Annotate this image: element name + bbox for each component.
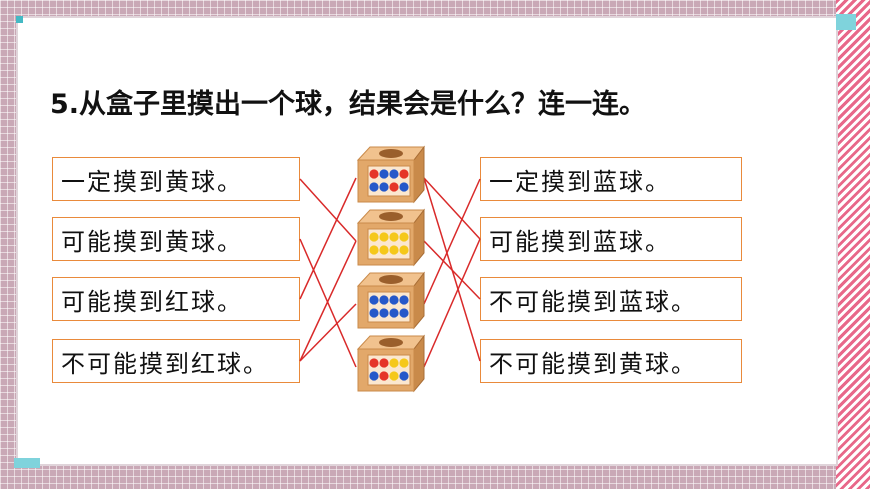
left-option-3[interactable]: 可能摸到红球。 bbox=[52, 277, 300, 321]
blue-ball bbox=[399, 295, 409, 305]
yellow-ball bbox=[379, 232, 389, 242]
blue-ball bbox=[379, 308, 389, 318]
blue-ball bbox=[369, 371, 379, 381]
red-ball bbox=[369, 358, 379, 368]
right-option-4[interactable]: 不可能摸到黄球。 bbox=[480, 339, 742, 383]
blue-ball bbox=[389, 295, 399, 305]
corner-marker bbox=[14, 458, 40, 468]
connection-line bbox=[299, 303, 357, 362]
yellow-ball bbox=[369, 245, 379, 255]
blue-ball bbox=[389, 169, 399, 179]
red-ball bbox=[389, 182, 399, 192]
connection-line bbox=[299, 240, 357, 362]
red-ball bbox=[379, 358, 389, 368]
yellow-ball bbox=[399, 232, 409, 242]
connection-line bbox=[299, 178, 357, 242]
yellow-ball bbox=[399, 245, 409, 255]
corner-marker bbox=[16, 16, 23, 23]
connection-line bbox=[423, 178, 481, 305]
blue-ball bbox=[379, 169, 389, 179]
blue-ball bbox=[389, 308, 399, 318]
blue-ball bbox=[399, 182, 409, 192]
yellow-ball bbox=[389, 371, 399, 381]
right-option-2[interactable]: 可能摸到蓝球。 bbox=[480, 217, 742, 261]
striped-border bbox=[836, 0, 870, 489]
yellow-ball bbox=[369, 232, 379, 242]
blue-ball bbox=[379, 182, 389, 192]
blue-ball bbox=[399, 308, 409, 318]
left-option-4[interactable]: 不可能摸到红球。 bbox=[52, 339, 300, 383]
connection-line bbox=[423, 177, 481, 240]
yellow-ball bbox=[389, 245, 399, 255]
question-title: 5.从盒子里摸出一个球，结果会是什么？连一连。 bbox=[50, 89, 647, 120]
connection-line bbox=[299, 177, 357, 300]
red-ball bbox=[399, 169, 409, 179]
blue-ball bbox=[369, 295, 379, 305]
right-option-3[interactable]: 不可能摸到蓝球。 bbox=[480, 277, 742, 321]
yellow-ball bbox=[379, 245, 389, 255]
box-1 bbox=[356, 145, 426, 204]
yellow-ball bbox=[389, 232, 399, 242]
connection-line bbox=[423, 240, 481, 300]
yellow-ball bbox=[389, 358, 399, 368]
blue-ball bbox=[399, 371, 409, 381]
blue-ball bbox=[369, 182, 379, 192]
blue-ball bbox=[369, 308, 379, 318]
box-2 bbox=[356, 208, 426, 267]
right-option-1[interactable]: 一定摸到蓝球。 bbox=[480, 157, 742, 201]
left-option-2[interactable]: 可能摸到黄球。 bbox=[52, 217, 300, 261]
red-ball bbox=[369, 169, 379, 179]
yellow-ball bbox=[399, 358, 409, 368]
connection-line bbox=[299, 238, 357, 368]
left-option-1[interactable]: 一定摸到黄球。 bbox=[52, 157, 300, 201]
box-4 bbox=[356, 334, 426, 393]
blue-ball bbox=[379, 295, 389, 305]
red-ball bbox=[379, 371, 389, 381]
box-3 bbox=[356, 271, 426, 330]
corner-marker bbox=[836, 14, 856, 30]
connection-line bbox=[423, 238, 481, 368]
